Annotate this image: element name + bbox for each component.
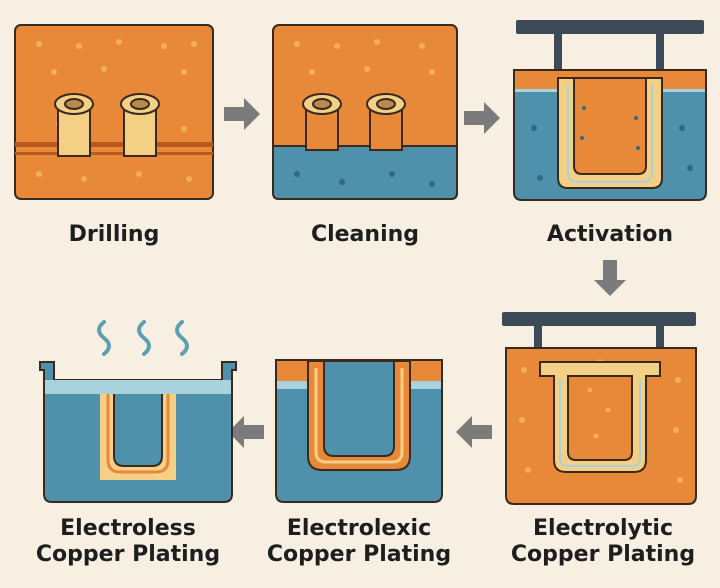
electrolexic-label: Electrolexic Copper Plating (264, 516, 454, 568)
electrolytic-illustration (502, 312, 697, 505)
electrolexic-panel (274, 358, 444, 504)
electrolytic-label-line1: Electrolytic (533, 516, 673, 541)
electroless-illustration (39, 320, 237, 503)
cleaning-illustration (272, 24, 458, 200)
electrolexic-label-line2: Copper Plating (266, 542, 452, 567)
activation-illustration (513, 20, 707, 201)
arrow-right-icon (222, 96, 262, 132)
cleaning-label: Cleaning (310, 222, 420, 247)
cleaning-panel (272, 24, 458, 200)
electroless-panel (38, 318, 238, 504)
activation-label: Activation (546, 222, 674, 247)
steam-icon (97, 320, 189, 356)
drilling-label: Drilling (68, 222, 160, 247)
electrolytic-label: Electrolytic Copper Plating (500, 516, 706, 568)
arrow-down-icon (592, 258, 628, 298)
arrow-right-icon (462, 100, 502, 136)
arrow-left-icon (226, 414, 266, 450)
arrow-left-icon (454, 414, 494, 450)
activation-panel (512, 18, 708, 202)
electroless-label: Electroless Copper Plating (28, 516, 228, 568)
electrolexic-label-line1: Electrolexic (286, 516, 432, 541)
electrolexic-illustration (275, 359, 443, 503)
electroless-label-line2: Copper Plating (35, 542, 221, 567)
drilling-panel (14, 24, 214, 200)
electrolytic-label-line2: Copper Plating (510, 542, 696, 567)
drilling-illustration (14, 24, 214, 200)
electroless-label-line1: Electroless (60, 516, 196, 541)
electrolytic-panel (500, 310, 706, 506)
